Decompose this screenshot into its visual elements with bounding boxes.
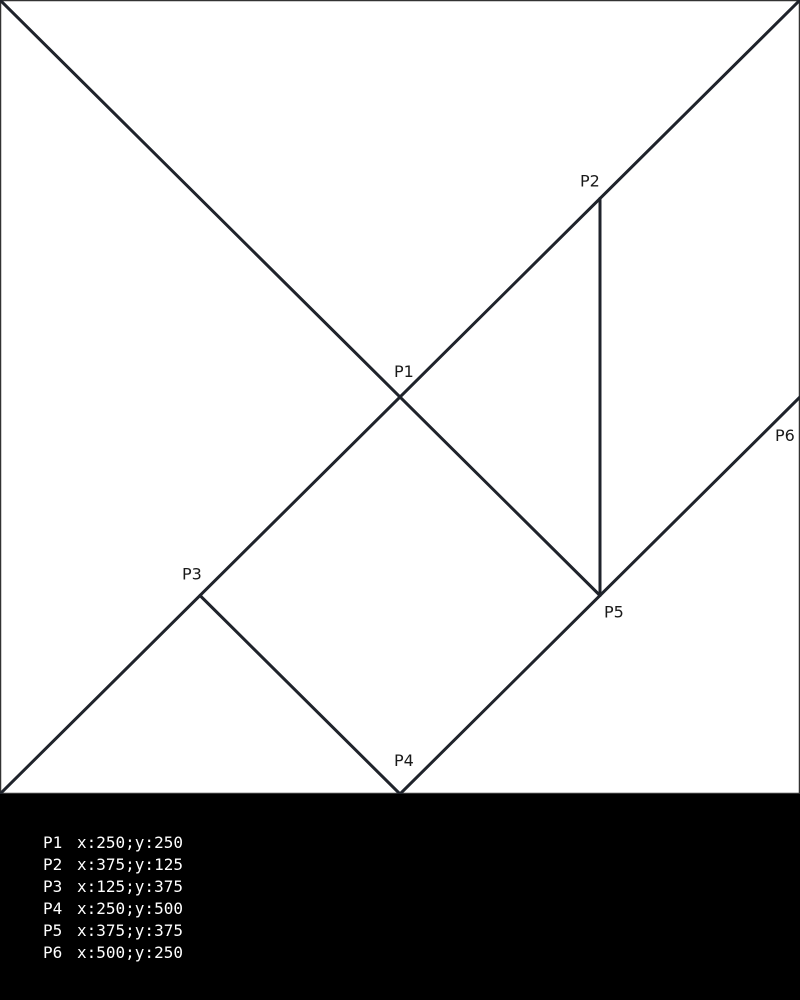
legend-row-p2: P2 x:375;y:125 bbox=[43, 854, 183, 876]
legend-point-name: P4 bbox=[43, 899, 63, 918]
point-label-p1: P1 bbox=[394, 362, 414, 381]
legend-point-coords: x:500;y:250 bbox=[77, 943, 183, 962]
legend-point-name: P5 bbox=[43, 921, 63, 940]
legend-row-p5: P5 x:375;y:375 bbox=[43, 920, 183, 942]
legend-point-coords: x:375;y:375 bbox=[77, 921, 183, 940]
diagram-line-1 bbox=[0, 0, 602, 597]
legend-point-coords: x:250;y:500 bbox=[77, 899, 183, 918]
legend-point-coords: x:125;y:375 bbox=[77, 877, 183, 896]
diagram-line-5 bbox=[398, 395, 800, 794]
point-label-p5: P5 bbox=[604, 603, 624, 622]
diagram-line-2 bbox=[0, 0, 800, 794]
legend-row-p3: P3 x:125;y:375 bbox=[43, 876, 183, 898]
legend-row-p1: P1 x:250;y:250 bbox=[43, 832, 183, 854]
legend-row-p4: P4 x:250;y:500 bbox=[43, 898, 183, 920]
point-label-p2: P2 bbox=[580, 172, 600, 191]
legend-row-p6: P6 x:500;y:250 bbox=[43, 942, 183, 964]
point-label-p6: P6 bbox=[775, 426, 795, 445]
diagram-line-4 bbox=[198, 594, 402, 794]
point-label-p4: P4 bbox=[394, 751, 414, 770]
legend-point-name: P3 bbox=[43, 877, 63, 896]
point-label-p3: P3 bbox=[182, 565, 202, 584]
legend-point-name: P2 bbox=[43, 855, 63, 874]
coordinates-legend: P1 x:250;y:250 P2 x:375;y:125 P3 x:125;y:37… bbox=[43, 832, 183, 964]
legend-point-name: P1 bbox=[43, 833, 63, 852]
legend-point-coords: x:250;y:250 bbox=[77, 833, 183, 852]
legend-point-coords: x:375;y:125 bbox=[77, 855, 183, 874]
legend-point-name: P6 bbox=[43, 943, 63, 962]
